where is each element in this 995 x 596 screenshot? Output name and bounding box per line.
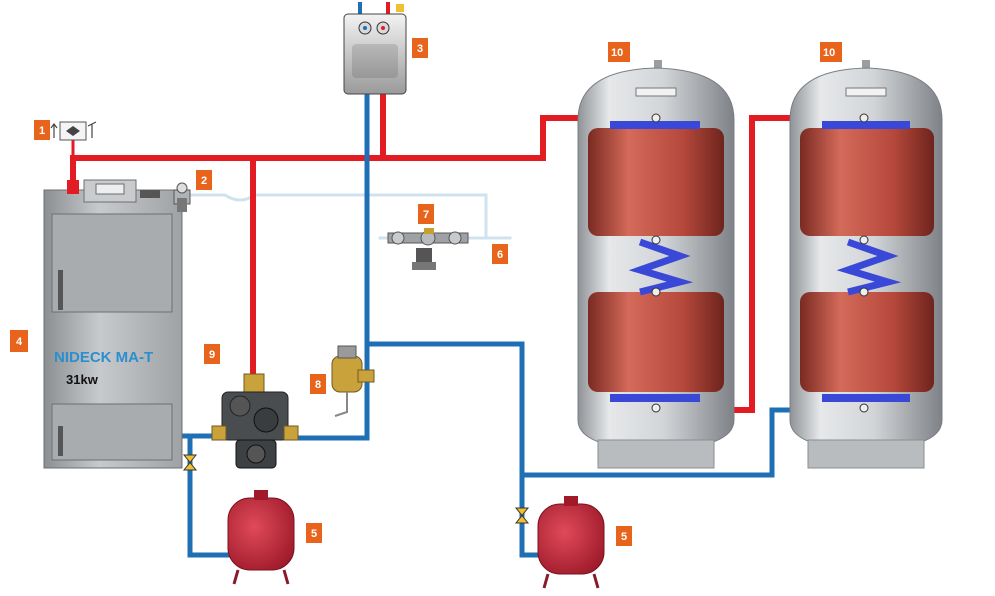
label-9-text: 9 [209,349,215,361]
label-10-right: 10 [820,42,842,62]
buffer-tank-1 [577,60,735,469]
cold-to-tanks [364,341,799,478]
label-1: 1 [34,120,50,140]
label-10-right-text: 10 [823,47,835,59]
label-7-text: 7 [423,209,429,221]
boiler-power: 31kw [66,372,99,387]
label-5-left: 5 [306,523,322,543]
tank-link-hot [723,115,799,413]
label-3: 3 [412,38,428,58]
vessel-right-pipe [519,472,541,558]
vessel-left-pipe [187,433,235,558]
expansion-vessel-right [537,496,605,589]
label-3-text: 3 [417,43,423,55]
bypass-loop-pipe [188,193,488,240]
dirt-separator [331,345,375,417]
air-vent [173,182,191,212]
label-6-text: 6 [497,249,503,261]
label-4: 4 [10,330,28,352]
label-8-text: 8 [315,379,321,391]
buffer-tank-2 [789,60,943,469]
mixing-valve [387,228,469,270]
label-2: 2 [196,170,212,190]
expansion-vessel-left [227,490,295,585]
control-unit [343,4,407,95]
boiler: NIDECK MA-T 31kw [43,179,183,469]
label-7: 7 [418,204,434,224]
label-8: 8 [310,374,326,394]
cold-return-main [290,89,370,441]
label-6: 6 [492,244,508,264]
shutoff-valve-left [182,454,198,471]
label-9: 9 [204,344,220,364]
label-4-text: 4 [16,336,23,348]
shutoff-valve-right [514,507,530,524]
safety-group [50,121,97,141]
label-5-left-text: 5 [311,528,317,540]
boiler-name: NIDECK MA-T [54,349,153,366]
pipework [70,2,799,558]
label-1-text: 1 [39,125,45,137]
label-5-right: 5 [616,526,632,546]
label-10-left-text: 10 [611,47,623,59]
hot-flow-pipe [70,115,586,193]
label-2-text: 2 [201,175,207,187]
pump-group [211,373,299,469]
label-5-right-text: 5 [621,531,627,543]
label-10-left: 10 [608,42,630,62]
